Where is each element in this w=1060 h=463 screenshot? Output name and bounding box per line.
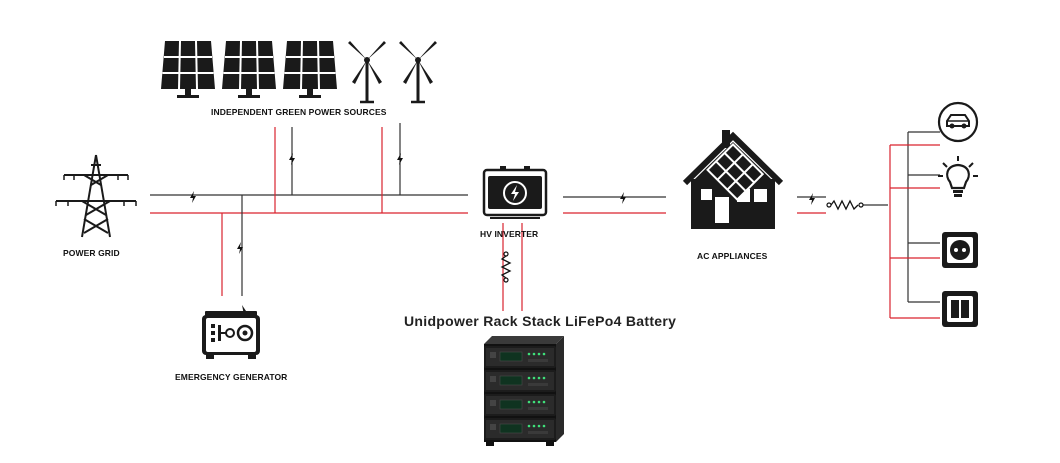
solar-panel-icon <box>282 40 338 99</box>
green-sources-label: INDEPENDENT GREEN POWER SOURCES <box>211 107 387 117</box>
wind-turbine-icon <box>346 39 388 104</box>
light-bulb-icon <box>938 156 978 197</box>
electric-car-icon <box>937 101 979 143</box>
battery-title: Unidpower Rack Stack LiFePo4 Battery <box>404 313 677 329</box>
wind-turbine-icon <box>397 39 439 104</box>
hv-inverter-label: HV INVERTER <box>480 229 539 239</box>
inverter-icon <box>482 166 548 219</box>
ac-appliances-label: AC APPLIANCES <box>697 251 768 261</box>
emergency-generator-label: EMERGENCY GENERATOR <box>175 372 288 382</box>
resistor-icon-battery <box>500 251 512 283</box>
battery-rack-icon <box>483 336 564 446</box>
solar-panel-icon <box>221 40 277 99</box>
power-pylon-icon <box>55 154 137 238</box>
generator-icon <box>202 305 260 359</box>
solar-house-icon <box>682 130 784 229</box>
solar-panel-icon <box>160 40 216 99</box>
power-socket-icon <box>942 232 978 268</box>
connection-lines <box>150 123 940 319</box>
light-switch-icon <box>942 291 978 327</box>
resistor-icon-appliances <box>826 199 864 211</box>
power-grid-label: POWER GRID <box>63 248 120 258</box>
